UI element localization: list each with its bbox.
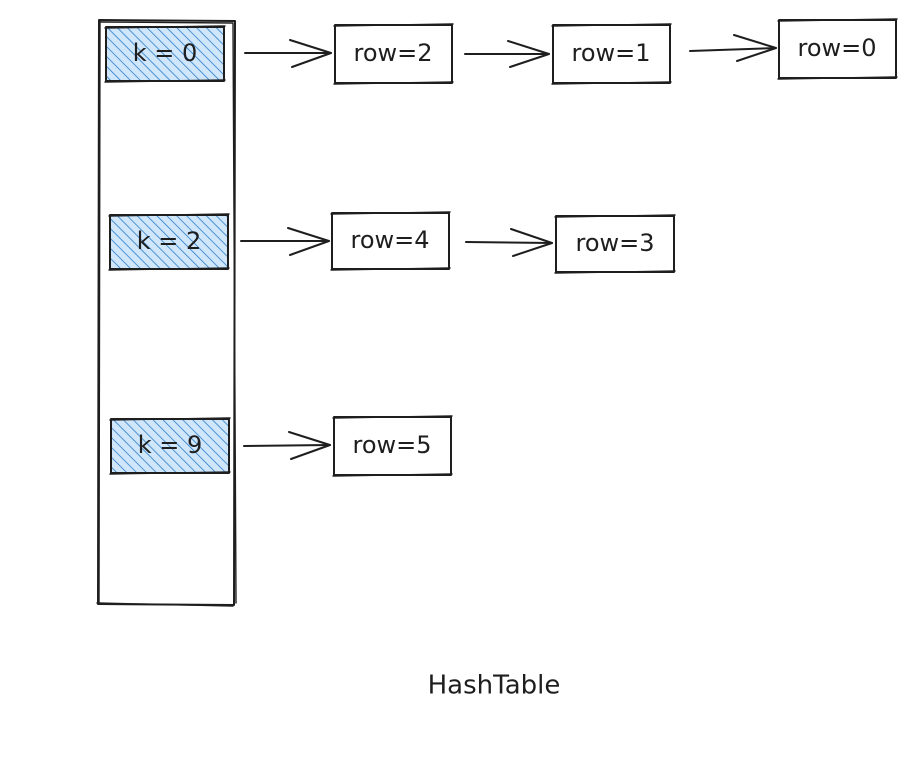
arrow-row2-to-row1 <box>464 40 550 68</box>
node-row-2: row=2 <box>333 23 454 85</box>
node-row-0: row=0 <box>777 18 898 80</box>
bucket-k9-key: k = 9 <box>138 431 203 459</box>
node-row-1: row=1 <box>551 23 672 85</box>
bucket-k0: k = 0 <box>104 25 226 83</box>
node-row-2-label: row=2 <box>353 39 432 67</box>
diagram-title: HashTable <box>428 671 561 701</box>
arrow-k9-to-row5 <box>243 431 331 460</box>
node-row-3-label: row=3 <box>575 229 654 257</box>
node-row-4: row=4 <box>330 211 451 271</box>
node-row-3: row=3 <box>554 214 676 274</box>
bucket-k0-key: k = 0 <box>133 39 198 67</box>
hashtable-container <box>96 19 237 607</box>
node-row-4-label: row=4 <box>350 226 429 254</box>
arrow-row4-to-row3 <box>465 228 553 257</box>
node-row-5: row=5 <box>332 415 453 477</box>
bucket-k2: k = 2 <box>108 213 230 271</box>
node-row-5-label: row=5 <box>352 431 431 459</box>
bucket-k9: k = 9 <box>109 417 231 475</box>
node-row-1-label: row=1 <box>571 39 650 67</box>
node-row-0-label: row=0 <box>797 34 876 62</box>
arrow-row1-to-row0 <box>689 34 777 62</box>
bucket-k2-key: k = 2 <box>137 227 202 255</box>
arrow-k2-to-row4 <box>240 227 330 256</box>
arrow-k0-to-row2 <box>244 39 332 68</box>
